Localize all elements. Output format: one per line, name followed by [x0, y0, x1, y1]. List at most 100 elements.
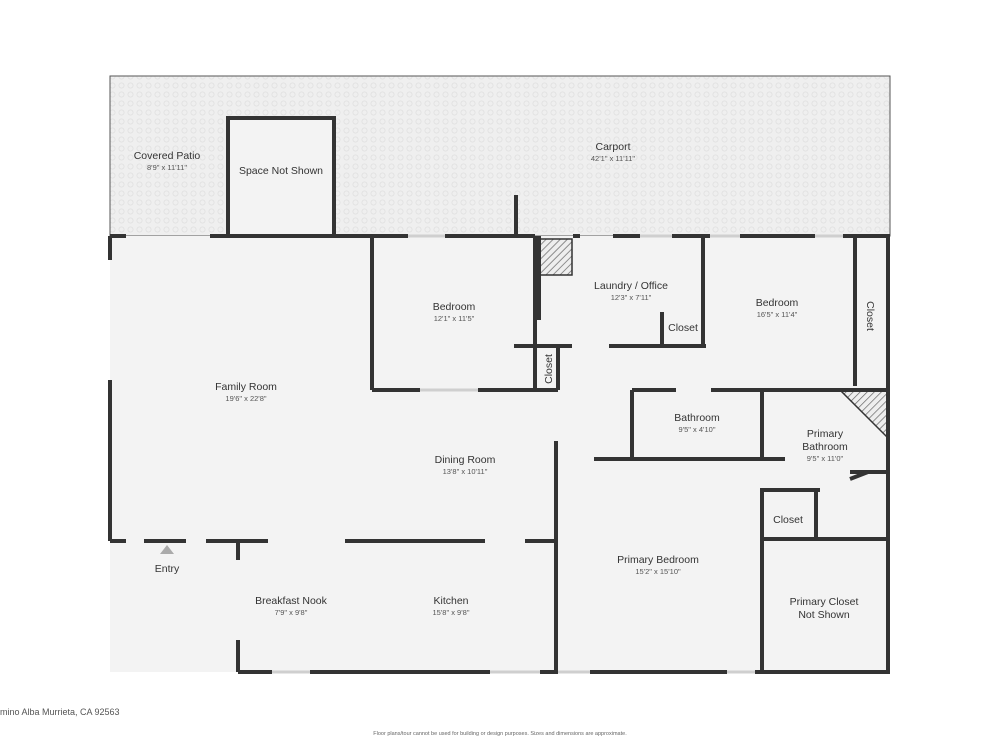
window-marker: [727, 670, 755, 674]
wall-segment: [226, 118, 230, 236]
wall-segment: [554, 441, 558, 672]
primary-closet-name-1: Primary Closet: [790, 596, 859, 608]
wall-segment: [226, 116, 336, 120]
laundry-fixture: [538, 238, 573, 276]
kitchen-name: Kitchen: [433, 595, 468, 607]
wall-segment: [613, 234, 640, 238]
bedroom-1-closet-name: Closet: [543, 354, 555, 384]
disclaimer-text: Floor plans/tour cannot be used for buil…: [373, 731, 627, 737]
window-marker: [272, 670, 310, 674]
wall-segment: [755, 670, 890, 674]
bathroom-dims: 9'5" x 4'10": [679, 425, 716, 434]
wall-segment: [372, 388, 420, 392]
bedroom-1-name: Bedroom: [433, 301, 476, 313]
primary-bathroom-dims: 9'5" x 11'0": [807, 454, 844, 463]
wall-segment: [236, 541, 240, 560]
wall-segment: [514, 195, 518, 236]
family-room-name: Family Room: [215, 381, 277, 393]
window-marker: [710, 234, 740, 238]
dining-room-dims: 13'8" x 10'11": [443, 467, 488, 476]
window-marker: [815, 234, 843, 238]
wall-segment: [533, 236, 537, 390]
wall-segment: [630, 390, 634, 458]
window-marker: [420, 388, 478, 392]
laundry-office-name: Laundry / Office: [594, 280, 668, 292]
wall-segment: [537, 236, 541, 320]
family-room-dims: 19'6" x 22'8": [225, 394, 266, 403]
laundry-closet-name: Closet: [668, 322, 698, 334]
primary-bathroom-name-1: Primary: [807, 428, 844, 440]
bedroom-2-dims: 16'5" x 11'4": [757, 310, 798, 319]
wall-segment: [525, 539, 558, 543]
window-marker: [408, 234, 445, 238]
wall-segment: [850, 470, 890, 474]
wall-segment: [740, 234, 815, 238]
window-marker: [640, 234, 672, 238]
bedroom-2-name: Bedroom: [756, 297, 799, 309]
primary-bedroom-name: Primary Bedroom: [617, 554, 699, 566]
wall-segment: [332, 118, 336, 236]
wall-segment: [609, 344, 706, 348]
window-marker: [558, 670, 590, 674]
bathroom-name: Bathroom: [674, 412, 720, 424]
wall-segment: [672, 234, 710, 238]
laundry-office-dims: 12'3" x 7'11": [611, 293, 652, 302]
wall-segment: [478, 388, 558, 392]
wall-segment: [573, 234, 580, 238]
carport-name: Carport: [595, 141, 630, 153]
wall-segment: [660, 312, 664, 346]
space-not-shown-floor: [228, 118, 334, 236]
breakfast-nook-dims: 7'9" x 9'8": [275, 608, 308, 617]
wall-segment: [590, 670, 727, 674]
primary-closet-name-2: Not Shown: [798, 609, 850, 621]
wall-segment: [849, 470, 869, 481]
carport-dims: 42'1" x 11'11": [591, 154, 636, 163]
wall-segment: [711, 388, 890, 392]
wall-segment: [108, 236, 112, 260]
property-address: mino Alba Murrieta, CA 92563: [0, 707, 120, 717]
wall-segment: [110, 539, 126, 543]
entry-arrow-icon: [160, 545, 174, 554]
window-markers: [272, 234, 843, 674]
wall-segment: [632, 388, 676, 392]
wall-segment: [110, 234, 126, 238]
covered-patio-dims: 8'9" x 11'11": [147, 163, 187, 172]
bedroom-2-closet-name: Closet: [864, 301, 876, 331]
wall-segment: [370, 236, 374, 390]
wall-segment: [814, 490, 818, 539]
wall-segment: [853, 236, 857, 386]
dining-room-name: Dining Room: [435, 454, 496, 466]
breakfast-nook-name: Breakfast Nook: [255, 595, 328, 607]
walls: [108, 116, 890, 674]
wall-segment: [843, 234, 890, 238]
wall-segment: [445, 234, 535, 238]
kitchen-dims: 15'8" x 9'8": [433, 608, 470, 617]
space-not-shown-name: Space Not Shown: [239, 165, 323, 177]
wall-segment: [760, 490, 764, 672]
wall-segment: [108, 380, 112, 541]
wall-segment: [760, 390, 764, 459]
wall-segment: [238, 670, 272, 674]
wall-segment: [345, 539, 485, 543]
wall-segment: [514, 344, 572, 348]
covered-patio-name: Covered Patio: [134, 150, 201, 162]
window-marker: [490, 670, 540, 674]
entry-label: Entry: [155, 563, 180, 575]
wall-segment: [210, 234, 408, 238]
wall-segment: [236, 640, 240, 672]
wall-segment: [820, 537, 890, 541]
wall-segment: [310, 670, 490, 674]
primary-closet-small-name: Closet: [773, 514, 803, 526]
primary-bathroom-name-2: Bathroom: [802, 441, 848, 453]
wall-segment: [594, 457, 785, 461]
bedroom-1-dims: 12'1" x 11'5": [434, 314, 475, 323]
wall-segment: [701, 236, 705, 346]
primary-bedroom-dims: 15'2" x 15'10": [635, 567, 681, 576]
wall-segment: [760, 488, 820, 492]
wall-segment: [886, 236, 890, 672]
wall-segment: [144, 539, 186, 543]
wall-segment: [540, 670, 558, 674]
wall-segment: [556, 346, 560, 390]
wall-segment: [760, 537, 820, 541]
